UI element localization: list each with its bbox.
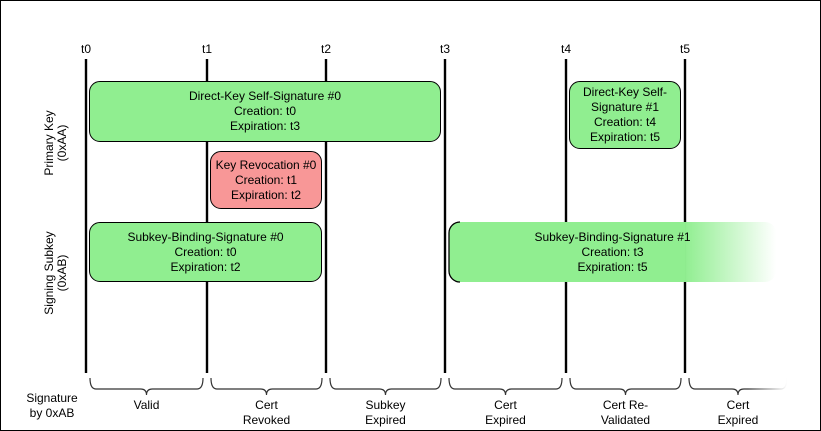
- tick-label-t0: t0: [80, 42, 91, 56]
- bracket-seg-subkey-expired: [329, 377, 442, 396]
- bracket-seg-cert-expired-1: [448, 377, 563, 396]
- tick-label-t3: t3: [439, 42, 450, 56]
- signature-box-creation: Creation: t0: [174, 244, 237, 259]
- tick-label-t1: t1: [201, 42, 212, 56]
- bracket-seg-valid: [89, 377, 204, 396]
- bracket-seg-cert-revoked: [210, 377, 323, 396]
- box-edge-left-subkey-binding-signature-1-2: [448, 270, 461, 283]
- box-edge-left-subkey-binding-signature-1-1: [448, 221, 461, 234]
- signature-box-title: Subkey-Binding-Signature #1: [534, 229, 691, 244]
- signature-box-expiration: Expiration: t2: [230, 187, 302, 202]
- signature-box-creation: Creation: t1: [234, 172, 298, 187]
- signature-box-creation: Creation: t3: [581, 244, 644, 259]
- signature-box-creation: Creation: t0: [233, 104, 297, 118]
- bracket-label-seg-valid: Valid: [133, 398, 160, 412]
- bracket-seg-cert-revalidated: [569, 377, 682, 396]
- bracket-label-seg-cert-expired-2: Cert Expired: [717, 398, 759, 427]
- bracket-label-seg-cert-revoked: Cert Revoked: [242, 398, 291, 427]
- signature-box-title: Direct-Key Self-Signature #0: [188, 89, 342, 103]
- box-fill-subkey-binding-signature-1: [449, 222, 776, 282]
- bracket-label-seg-cert-revalidated: Cert Re- Validated: [600, 398, 651, 427]
- bracket-label-seg-cert-expired-1: Cert Expired: [485, 398, 526, 427]
- footer-caption: Signature by 0xAB: [26, 391, 78, 420]
- signature-box-expiration: Expiration: t3: [229, 119, 301, 133]
- bracket-seg-cert-expired-2: [688, 377, 788, 396]
- signature-box-expiration: Expiration: t5: [577, 259, 648, 274]
- signature-box-title: Key Revocation #0: [215, 157, 317, 172]
- row-label-primary-key: Primary Key (0xAA): [42, 110, 69, 176]
- tick-label-t4: t4: [560, 42, 571, 56]
- signature-box-expiration: Expiration: t5: [589, 130, 661, 144]
- signature-box-expiration: Expiration: t2: [170, 259, 241, 274]
- signature-box-creation: Creation: t4: [593, 115, 657, 129]
- bracket-label-seg-subkey-expired: Subkey Expired: [365, 398, 406, 427]
- tick-label-t5: t5: [679, 42, 690, 56]
- tick-label-t2: t2: [320, 42, 331, 56]
- signature-box-title: Subkey-Binding-Signature #0: [127, 229, 284, 244]
- row-label-signing-subkey: Signing Subkey (0xAB): [42, 231, 69, 315]
- signature-box-title: Direct-Key Self- Signature #1: [582, 85, 668, 114]
